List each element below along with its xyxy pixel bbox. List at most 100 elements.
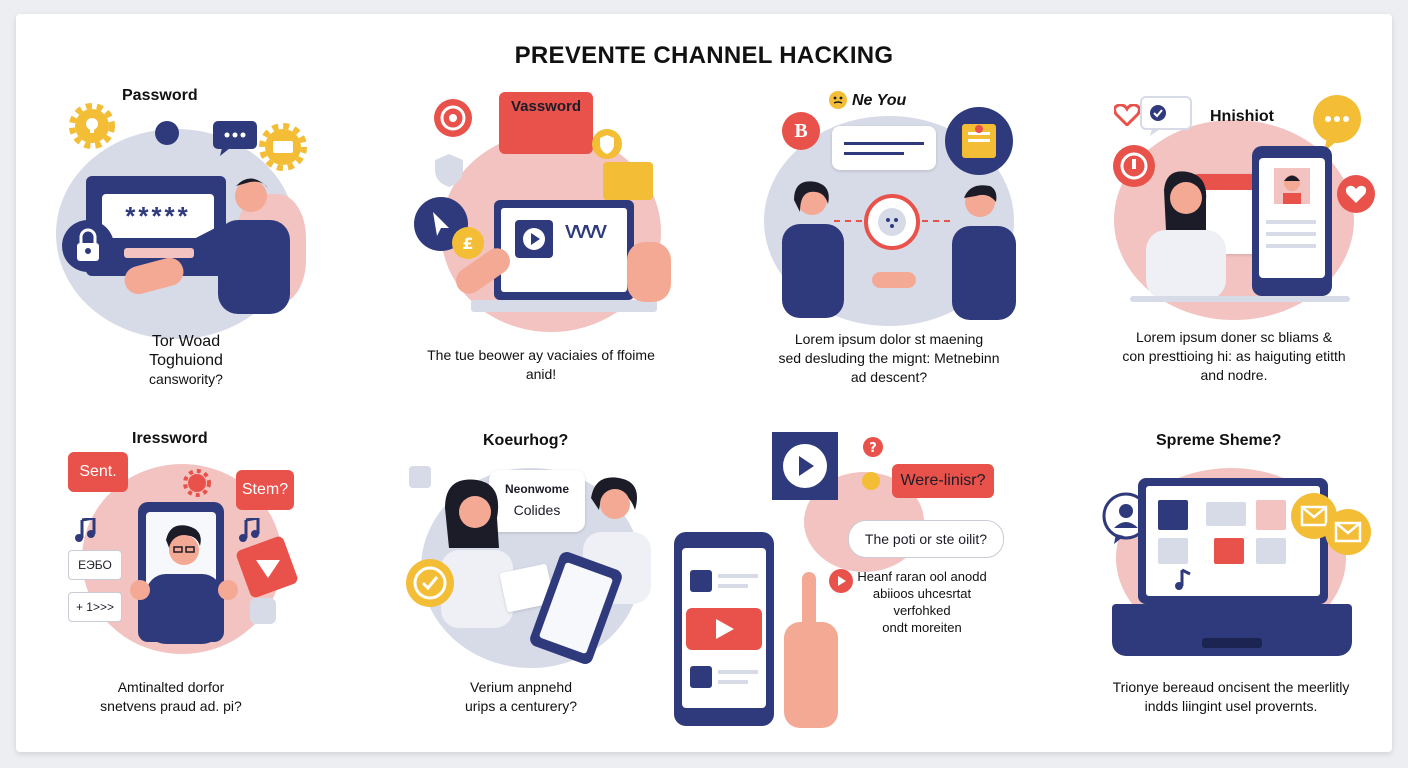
panel-caption: Tor Woad Toghuiond canswority? bbox=[81, 332, 291, 389]
panel-heading: Iressword bbox=[132, 430, 208, 447]
message-bubble bbox=[832, 126, 936, 170]
tag-text: ЕЭБО bbox=[78, 558, 112, 572]
user-icon bbox=[1102, 492, 1150, 544]
document-icon bbox=[944, 106, 1014, 176]
play-icon bbox=[515, 220, 553, 258]
chat-icon bbox=[1312, 94, 1362, 152]
caption-line: and nodre. bbox=[1200, 367, 1268, 383]
panel-koeurhog: Koeurhog? Neonwome Colides Verium anpneh… bbox=[391, 428, 671, 728]
play-icon bbox=[232, 532, 302, 602]
speech-bubble: Vassword bbox=[499, 92, 593, 154]
bubble-line: Neonwome bbox=[504, 482, 569, 496]
list-line bbox=[718, 574, 758, 578]
music-icon bbox=[238, 518, 260, 542]
panel-caption: Trionye bereaud oncisent the meerlitly i… bbox=[1076, 678, 1386, 716]
person-figure bbox=[196, 174, 306, 314]
tag-box: + 1>>> bbox=[68, 592, 122, 622]
phone-line bbox=[1266, 232, 1316, 236]
avatar-icon bbox=[1274, 168, 1310, 204]
panel-heading: Spreme Sheme? bbox=[1156, 432, 1282, 449]
hand bbox=[627, 242, 671, 302]
play-icon bbox=[686, 608, 762, 650]
play-icon bbox=[828, 568, 854, 594]
panel-spreme-sheme: Spreme Sheme? Trionye bereaud oncisent t… bbox=[1076, 428, 1386, 728]
arrow-left bbox=[834, 220, 862, 224]
thumb bbox=[690, 666, 712, 688]
panel-hnishiot: Hnishiot Lorem ipsum doner sc bliams & c… bbox=[1084, 80, 1384, 383]
infographic-card: PREVENTE CHANNEL HACKING Password ***** bbox=[16, 14, 1392, 752]
gear-icon bbox=[182, 468, 212, 498]
speech-bubble-right: Stem? bbox=[236, 470, 294, 510]
caption-line: sed desluding the mignt: Metnebinn bbox=[778, 350, 1000, 366]
panel-iressword: Iressword Sent. Stem? ЕЭБО + 1>>> bbox=[46, 428, 336, 728]
text-line: Heanf raran ool anodd bbox=[857, 569, 987, 584]
heart-icon bbox=[1336, 174, 1376, 214]
speech-bubble-left: Sent. bbox=[68, 452, 128, 492]
bubble-text: Sent. bbox=[79, 463, 117, 480]
panel-heading: Vassword bbox=[510, 98, 582, 115]
video-tile bbox=[1256, 538, 1286, 564]
list-line bbox=[718, 584, 748, 588]
phone-line bbox=[1266, 220, 1316, 224]
gear-icon bbox=[258, 122, 308, 172]
arrow-right bbox=[922, 220, 950, 224]
caption-line: Verium anpnehd bbox=[470, 679, 572, 695]
progress-strip bbox=[124, 248, 194, 258]
caption-line: Tor Woad bbox=[151, 333, 221, 350]
bubble-text: Stem? bbox=[241, 481, 289, 498]
video-tile bbox=[1256, 500, 1286, 530]
panel-password: Password ***** Tor Woad Toghuiond bbox=[36, 84, 326, 394]
caption-line: Toghuiond bbox=[149, 352, 223, 369]
target-icon bbox=[433, 98, 473, 138]
panel-heading: Ne You bbox=[852, 92, 907, 109]
panel-caption: Verium anpnehd urips a centurery? bbox=[401, 678, 641, 716]
tag-text: + 1>>> bbox=[75, 600, 115, 614]
password-mask: ***** bbox=[125, 200, 191, 231]
text-block: Heanf raran ool anodd abiioos uhcesrtat … bbox=[852, 568, 992, 636]
yellow-dot bbox=[862, 472, 880, 490]
laptop-base bbox=[471, 300, 657, 312]
question-icon: ? bbox=[862, 436, 884, 458]
text-line: ondt moreiten bbox=[882, 620, 962, 635]
person-figure-right bbox=[940, 180, 1024, 320]
laptop-keyboard bbox=[1112, 604, 1352, 656]
video-tile bbox=[1158, 538, 1188, 564]
panel-heading: Password bbox=[122, 87, 198, 104]
hand bbox=[872, 272, 916, 288]
svg-text:£: £ bbox=[462, 234, 473, 253]
emoji-icon bbox=[828, 90, 848, 110]
video-tile bbox=[1206, 502, 1246, 526]
panel-caption: Lorem ipsum doner sc bliams & con prestt… bbox=[1084, 328, 1384, 385]
touchpad bbox=[1202, 638, 1262, 648]
panel-heading: Koeurhog? bbox=[483, 432, 569, 449]
check-icon bbox=[1140, 96, 1192, 136]
fingerprint-icon bbox=[864, 194, 920, 250]
video-tile bbox=[1214, 538, 1244, 564]
desk bbox=[1130, 296, 1350, 302]
person-figure-left bbox=[431, 478, 521, 628]
pointing-hand bbox=[780, 572, 840, 728]
caption-line: con presttioing hi: as haiguting etitth bbox=[1122, 348, 1346, 364]
list-line bbox=[718, 680, 748, 684]
shield-icon bbox=[591, 128, 623, 160]
decor-dot bbox=[250, 598, 276, 624]
badge: B bbox=[782, 112, 820, 150]
panel-caption: Lorem ipsum dolor st maening sed desludi… bbox=[744, 330, 1034, 387]
list-line bbox=[718, 670, 758, 674]
caption-line: urips a centurery? bbox=[464, 698, 578, 714]
waveform-text: VVVV bbox=[565, 222, 607, 242]
person-figure bbox=[1136, 170, 1236, 300]
tag-box: ЕЭБО bbox=[68, 550, 122, 580]
panel-caption: The tue beower ay vaciaies of ffoime ani… bbox=[391, 346, 691, 384]
badge-letter: B bbox=[794, 119, 808, 142]
phone-line bbox=[1266, 244, 1316, 248]
text-line: verfohked bbox=[893, 603, 951, 618]
page-title: PREVENTE CHANNEL HACKING bbox=[514, 42, 894, 69]
password-field: ***** bbox=[102, 194, 214, 238]
caption-line: Trionye bereaud oncisent the meerlitly bbox=[1112, 679, 1350, 695]
chat-icon bbox=[212, 120, 258, 156]
video-tile bbox=[1158, 500, 1188, 530]
check-icon bbox=[405, 558, 455, 608]
panel-ne-you: Ne You B Lorem ipsum dolor st maening se… bbox=[744, 86, 1034, 386]
panel-heading: Hnishiot bbox=[1210, 108, 1274, 125]
